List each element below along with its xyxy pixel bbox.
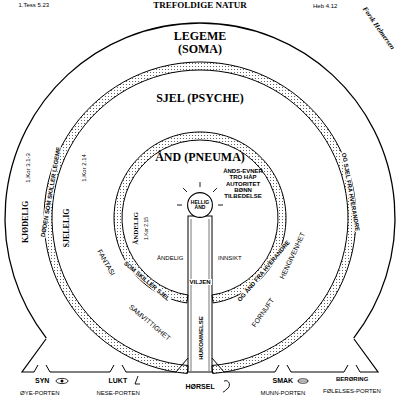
bible-reference: 1.Kor 2.15 <box>144 215 149 240</box>
diagram-title: TREFOLDIGE NATUR <box>0 1 400 10</box>
faculty-label: SAMVITTIGHET <box>127 302 173 342</box>
gate-label: ØYE-PORTEN <box>19 390 61 396</box>
faculty-label: FORNUFT <box>249 295 275 328</box>
gate-label: FØLELSES-PORTEN <box>322 388 382 394</box>
sense-label: SYN <box>34 377 50 384</box>
nose-icon <box>135 376 140 384</box>
gate-label: NESE-PORTEN <box>96 390 141 396</box>
center-label: HELLIG ÅND <box>188 200 212 211</box>
faculty-label: HUKOMMELSE <box>197 315 203 360</box>
faculty-label: ÅNDELIG <box>156 255 184 261</box>
sense-label: HØRSEL <box>185 383 216 390</box>
side-heading: ÅNDELIG <box>132 211 139 246</box>
mouth-icon <box>298 379 308 383</box>
stem-shade <box>209 219 210 372</box>
bible-reference: 1.Kor 3.1-3 <box>25 152 31 184</box>
bible-reference: 1.Kor 2.14 <box>81 153 87 183</box>
faculty-label: INNSIKT <box>217 255 243 261</box>
bible-reference: 1.Tess 5.23 <box>18 2 51 8</box>
sense-label: BERØRING <box>335 376 369 382</box>
side-heading: SJELELIG <box>62 207 70 248</box>
region-heading: ÅND (PNEUMA) <box>155 151 245 164</box>
ear-icon <box>223 381 229 392</box>
will-stem <box>188 216 212 372</box>
sense-label: SMAK <box>272 377 295 384</box>
region-heading: LEGEME (SOMA) <box>155 30 245 55</box>
author-credit: Forsk Helmersen <box>360 5 396 52</box>
band-text: SOM SKILLER SJEL <box>122 260 172 303</box>
gate-label: MUNN-PORTEN <box>260 390 307 396</box>
side-heading: KJØDELIG <box>22 200 30 244</box>
sense-label: LUKT <box>108 377 129 384</box>
gifts-list: ÅNDS-EVNER TRO HÅP AUTORITET BØNN TILBED… <box>223 168 263 199</box>
faculty-label: VILJEN <box>189 279 212 285</box>
holy-spirit-circle: HELLIG ÅND <box>187 192 213 218</box>
region-heading: SJEL (PSYCHE) <box>155 92 245 105</box>
stem-shade <box>191 219 192 372</box>
faculty-label: FANTASI <box>95 247 116 277</box>
gate-doors <box>34 365 360 372</box>
bible-reference: Heb 4.12 <box>312 3 338 9</box>
eye-icon <box>56 378 68 383</box>
